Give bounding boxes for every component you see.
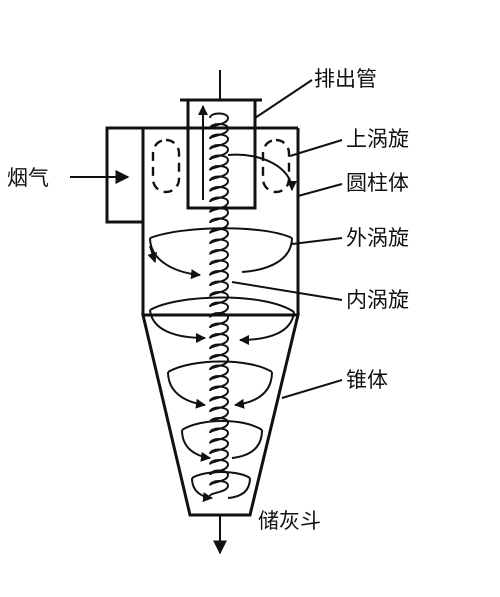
label-inner-vortex: 内涡旋	[346, 288, 409, 312]
label-flue-gas: 烟气	[7, 166, 49, 190]
outer-vortex-loops	[147, 153, 297, 503]
label-cone: 锥体	[346, 368, 388, 392]
leader-upper-vortex	[289, 139, 343, 157]
cone-body	[141, 313, 300, 517]
label-outer-vortex: 外涡旋	[346, 226, 409, 250]
label-ash-hopper: 储灰斗	[258, 509, 321, 533]
leader-cone	[281, 379, 343, 399]
label-upper-vortex: 上涡旋	[346, 127, 409, 151]
leader-cylinder	[297, 183, 343, 197]
upper-vortex-right	[261, 138, 291, 194]
inner-vortex-helix	[209, 112, 230, 497]
leader-exhaust	[254, 79, 313, 119]
label-cylinder: 圆柱体	[346, 171, 409, 195]
inner-vortex-coil	[209, 112, 230, 497]
leader-inner-vortex	[231, 281, 343, 301]
upper-vortex-left	[151, 138, 181, 194]
inlet-duct	[105, 126, 143, 224]
label-exhaust-pipe: 排出管	[314, 67, 377, 91]
leader-outer-vortex	[291, 237, 343, 245]
